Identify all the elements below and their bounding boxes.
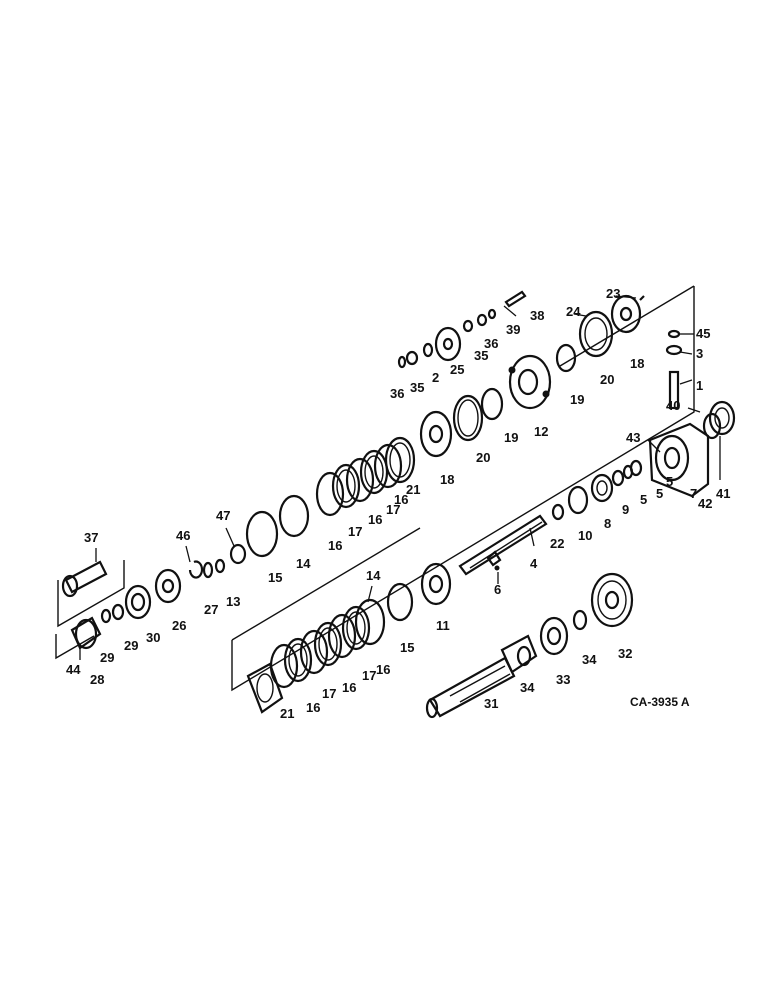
callout-38: 38 — [530, 308, 544, 323]
clutch-piston — [508, 354, 552, 410]
callout-31: 31 — [484, 696, 498, 711]
callout-16-d: 16 — [376, 662, 390, 677]
upper-small-parts — [397, 290, 645, 369]
callout-35-lower: 35 — [410, 380, 424, 395]
callout-18-lower: 18 — [440, 472, 454, 487]
callout-41: 41 — [716, 486, 730, 501]
callout-17-d: 17 — [322, 686, 336, 701]
callout-30: 30 — [146, 630, 160, 645]
callout-26: 26 — [172, 618, 186, 633]
callout-20-lower: 20 — [476, 450, 490, 465]
callout-5-a: 5 — [640, 492, 647, 507]
callout-9: 9 — [622, 502, 629, 517]
callout-47: 47 — [216, 508, 230, 523]
callout-37: 37 — [84, 530, 98, 545]
callout-13: 13 — [226, 594, 240, 609]
callout-33: 33 — [556, 672, 570, 687]
callout-44: 44 — [66, 662, 81, 677]
callout-35-upper: 35 — [474, 348, 488, 363]
transmission-housing — [648, 422, 710, 498]
output-shaft — [425, 634, 538, 719]
callout-14-upper: 14 — [296, 556, 311, 571]
valve-pin — [665, 329, 683, 410]
seal-ring — [702, 400, 736, 440]
callout-8: 8 — [604, 516, 611, 531]
leader-lines — [79, 295, 721, 660]
upper-rings — [452, 343, 577, 442]
callout-22: 22 — [550, 536, 564, 551]
callout-4: 4 — [530, 556, 538, 571]
upper-clutch-pack — [245, 436, 416, 558]
retainer-plate-upper — [578, 294, 642, 358]
callout-36-upper: 36 — [484, 336, 498, 351]
callout-46: 46 — [176, 528, 190, 543]
callout-34-left: 34 — [520, 680, 535, 695]
callout-32: 32 — [618, 646, 632, 661]
callout-19-lower: 19 — [504, 430, 518, 445]
retainer-plate-middle — [419, 410, 453, 458]
lower-clutch-pack — [246, 598, 386, 714]
callout-34-right: 34 — [582, 652, 597, 667]
left-end-parts — [55, 543, 247, 660]
callout-23: 23 — [606, 286, 620, 301]
callout-15-upper: 15 — [268, 570, 282, 585]
callout-36-lower: 36 — [390, 386, 404, 401]
callout-2: 2 — [432, 370, 439, 385]
callout-17-c: 17 — [362, 668, 376, 683]
callout-15-lower: 15 — [400, 640, 414, 655]
callout-40: 40 — [666, 398, 680, 413]
callout-14-lower: 14 — [366, 568, 381, 583]
callout-19-upper: 19 — [570, 392, 584, 407]
callout-16-f: 16 — [306, 700, 320, 715]
lower-right-parts — [386, 459, 643, 622]
callout-29: 29 — [124, 638, 138, 653]
callout-29-b: 29 — [100, 650, 114, 665]
callout-11: 11 — [436, 618, 450, 633]
callout-5-c: 5 — [666, 474, 673, 489]
callout-18-upper: 18 — [630, 356, 644, 371]
callout-1: 1 — [696, 378, 703, 393]
assembly-panel-outline — [231, 285, 695, 692]
callout-10: 10 — [578, 528, 592, 543]
output-gear-parts — [516, 572, 634, 667]
callout-17-b: 17 — [348, 524, 362, 539]
callout-27: 27 — [204, 602, 218, 617]
drawing-code: CA-3935 A — [630, 695, 690, 709]
callout-25: 25 — [450, 362, 464, 377]
callout-24: 24 — [566, 304, 581, 319]
callout-43: 43 — [626, 430, 640, 445]
callout-7: 7 — [690, 486, 697, 501]
callout-28: 28 — [90, 672, 104, 687]
callout-17-a: 17 — [386, 502, 400, 517]
callout-21-upper: 21 — [406, 482, 420, 497]
callout-16-b: 16 — [368, 512, 382, 527]
callout-6: 6 — [494, 582, 501, 597]
callout-16-a: 16 — [394, 492, 408, 507]
callout-20-upper: 20 — [600, 372, 614, 387]
callout-16-e: 16 — [342, 680, 356, 695]
callout-12: 12 — [534, 424, 548, 439]
callout-45: 45 — [696, 326, 710, 341]
callout-labels: 23 24 38 39 45 36 35 3 18 2 25 20 1 36 3… — [66, 286, 730, 721]
callout-42: 42 — [698, 496, 712, 511]
callout-39: 39 — [506, 322, 520, 337]
callout-21-lower: 21 — [280, 706, 294, 721]
callout-5-b: 5 — [656, 486, 663, 501]
callout-16-c: 16 — [328, 538, 342, 553]
callout-3: 3 — [696, 346, 703, 361]
